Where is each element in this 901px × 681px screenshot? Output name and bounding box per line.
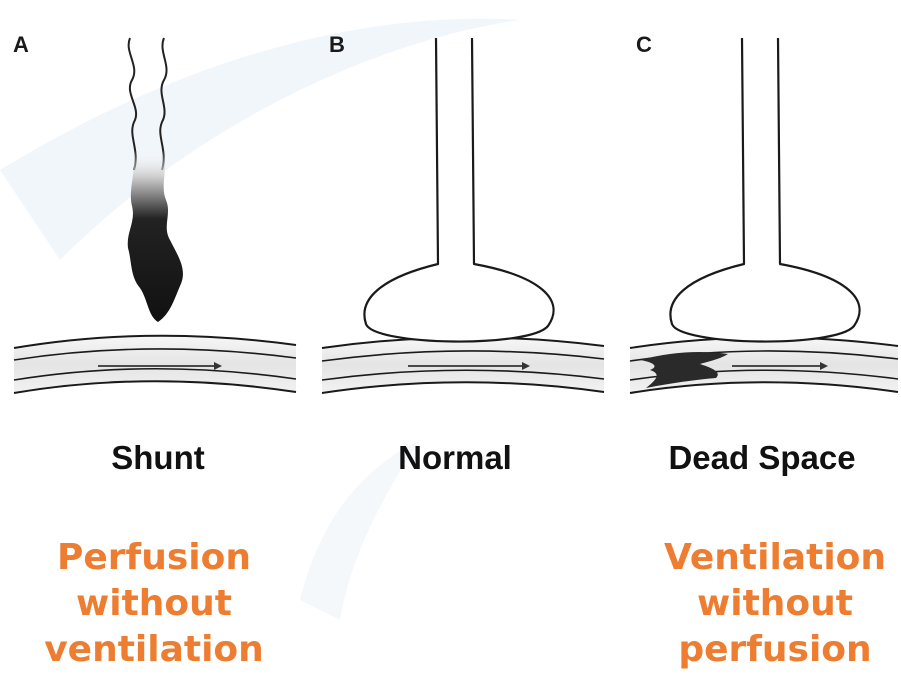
- caption-right-line-2: without: [645, 581, 901, 627]
- panel-letter-a: A: [13, 34, 29, 56]
- caption-right-line-3: perfusion: [645, 627, 901, 673]
- panel-title-shunt: Shunt: [58, 441, 258, 474]
- panel-title-dead-space: Dead Space: [632, 441, 892, 474]
- caption-ventilation-without-perfusion: Ventilation without perfusion: [645, 535, 901, 673]
- caption-left-line-1: Perfusion: [24, 535, 284, 581]
- caption-perfusion-without-ventilation: Perfusion without ventilation: [24, 535, 284, 673]
- panel-title-normal: Normal: [355, 441, 555, 474]
- alveolus-c: [670, 38, 859, 342]
- panel-letter-b: B: [329, 34, 345, 56]
- alveolus-b: [364, 38, 553, 342]
- caption-left-line-3: ventilation: [24, 627, 284, 673]
- caption-left-line-2: without: [24, 581, 284, 627]
- collapsed-airway-a: [128, 38, 183, 322]
- panel-c-diagram: [630, 38, 898, 393]
- fluid-filled-alveolus: [128, 150, 183, 322]
- caption-right-line-1: Ventilation: [645, 535, 901, 581]
- blood-vessel-a: [14, 336, 296, 393]
- panel-letter-c: C: [636, 34, 652, 56]
- panel-b-diagram: [322, 38, 604, 393]
